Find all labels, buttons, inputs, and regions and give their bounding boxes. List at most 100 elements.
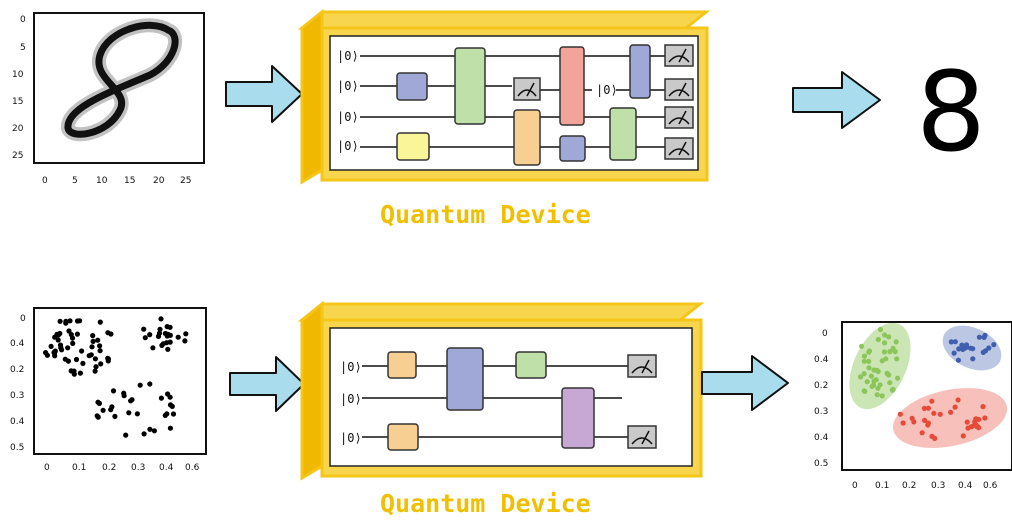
- quantum-device-bottom: |0⟩ |0⟩ |0⟩: [297, 300, 705, 481]
- cluster-point-green: [868, 373, 875, 379]
- scatter-point: [105, 330, 111, 336]
- cluster-point-green: [887, 349, 893, 355]
- scatter-point: [151, 428, 157, 434]
- cluster-point-red: [931, 410, 937, 416]
- right-arrow-icon: [701, 355, 789, 411]
- cluster-point-blue: [952, 339, 958, 345]
- y-tick: 0.5: [814, 459, 828, 469]
- x-tick: 0.4: [159, 463, 174, 473]
- x-tick: 0: [42, 176, 48, 186]
- cluster-point-green: [893, 339, 899, 345]
- cluster-point-red: [897, 411, 903, 417]
- cluster-point-blue: [970, 356, 976, 362]
- scatter-point: [105, 358, 111, 364]
- unlabeled-scatter-plot: 0 0.4 0.2 0.3 0.4 0.5 0 0.1 0.2 0.3 0.4 …: [10, 307, 207, 473]
- scatter-point: [182, 338, 188, 344]
- right-arrow-icon: [792, 71, 881, 129]
- x-tick: 0.6: [185, 463, 200, 473]
- scatter-point: [97, 348, 103, 354]
- scatter-point: [165, 391, 171, 397]
- y-tick: 5: [20, 43, 26, 53]
- scatter-point: [112, 413, 118, 419]
- cluster-point-blue: [970, 346, 976, 352]
- y-tick: 0: [20, 15, 26, 25]
- y-tick: 0.4: [814, 433, 829, 443]
- digit-input-image: 0 5 10 15 20 25 0 5 10 15 20 25: [12, 12, 205, 186]
- gate-orange: [513, 109, 541, 166]
- scatter-point: [155, 333, 162, 339]
- gate-orange: [387, 351, 417, 379]
- cluster-point-green: [859, 343, 865, 349]
- handwritten-eight-icon: [61, 18, 183, 142]
- scatter-point: [90, 333, 96, 339]
- cluster-point-red: [929, 433, 935, 439]
- measurement-icon: [664, 78, 694, 101]
- measurement-icon: [664, 106, 694, 129]
- scatter-point: [86, 353, 92, 359]
- y-tick: 0.2: [10, 365, 24, 375]
- scatter-point: [95, 399, 101, 405]
- clustered-points: [858, 326, 997, 441]
- quantum-device-top: |0⟩ |0⟩ |0⟩ |0⟩ |0⟩: [297, 8, 711, 185]
- measurement-icon: [513, 77, 541, 101]
- scatter-point: [65, 358, 71, 364]
- cluster-point-red: [925, 422, 931, 428]
- qubit-ket: |0⟩: [337, 110, 359, 124]
- cluster-point-blue: [981, 334, 987, 340]
- scatter-point: [167, 402, 174, 408]
- scatter-point: [175, 334, 181, 340]
- cluster-point-green: [877, 326, 884, 333]
- clustered-scatter-plot: 0 0.4 0.2 0.3 0.4 0.5 0 0.1 0.2 0.3 0.4 …: [814, 321, 1012, 491]
- scatter-point: [100, 407, 106, 413]
- cluster-point-red: [960, 433, 966, 439]
- gate-yellow: [396, 132, 430, 161]
- scatter-point: [129, 397, 135, 403]
- cluster-point-green: [895, 375, 901, 381]
- qubit-ket: |0⟩: [596, 83, 618, 97]
- scatter-point: [65, 345, 71, 351]
- clustered-y-ticks: 0 0.4 0.2 0.3 0.4 0.5: [814, 329, 829, 469]
- scatter-point: [147, 381, 153, 387]
- scatter-point: [158, 316, 164, 322]
- qubit-ket: |0⟩: [337, 139, 359, 153]
- scatter-point: [73, 356, 80, 363]
- scatter-point: [137, 382, 143, 388]
- y-tick: 25: [12, 151, 23, 161]
- x-tick: 0.2: [902, 481, 916, 491]
- cluster-point-green: [892, 349, 898, 355]
- cluster-point-green: [871, 382, 877, 388]
- cluster-point-blue: [980, 349, 986, 355]
- cluster-point-green: [862, 388, 868, 394]
- scatter-point: [167, 339, 173, 345]
- cluster-point-red: [952, 404, 958, 410]
- scatter-point: [66, 328, 72, 334]
- cluster-point-red: [900, 420, 906, 426]
- x-tick: 25: [180, 176, 191, 186]
- cluster-point-blue: [963, 342, 970, 348]
- scatter-point: [123, 432, 129, 438]
- scatter-point: [71, 371, 77, 377]
- cluster-point-green: [875, 336, 881, 343]
- scatter-point: [141, 431, 147, 437]
- cluster-point-blue: [951, 350, 957, 356]
- scatter-point: [77, 370, 83, 376]
- y-tick: 10: [12, 70, 24, 80]
- predicted-digit: 8: [916, 48, 986, 176]
- cluster-point-green: [874, 392, 880, 398]
- cluster-point-red: [922, 417, 928, 423]
- y-tick: 0.3: [814, 407, 828, 417]
- scatter-point: [147, 426, 153, 432]
- measurement-icon: [627, 354, 657, 378]
- scatter-point: [160, 341, 166, 347]
- measurement-icon: [664, 44, 694, 67]
- cluster-point-green: [884, 370, 890, 376]
- gate-red: [559, 46, 585, 126]
- cluster-point-red: [911, 419, 917, 425]
- qubit-ket: |0⟩: [337, 49, 359, 63]
- cluster-point-blue: [976, 334, 983, 340]
- gate-blue: [396, 72, 428, 101]
- cluster-point-red: [970, 423, 976, 429]
- cluster-point-green: [879, 393, 885, 399]
- cluster-point-red: [921, 405, 928, 411]
